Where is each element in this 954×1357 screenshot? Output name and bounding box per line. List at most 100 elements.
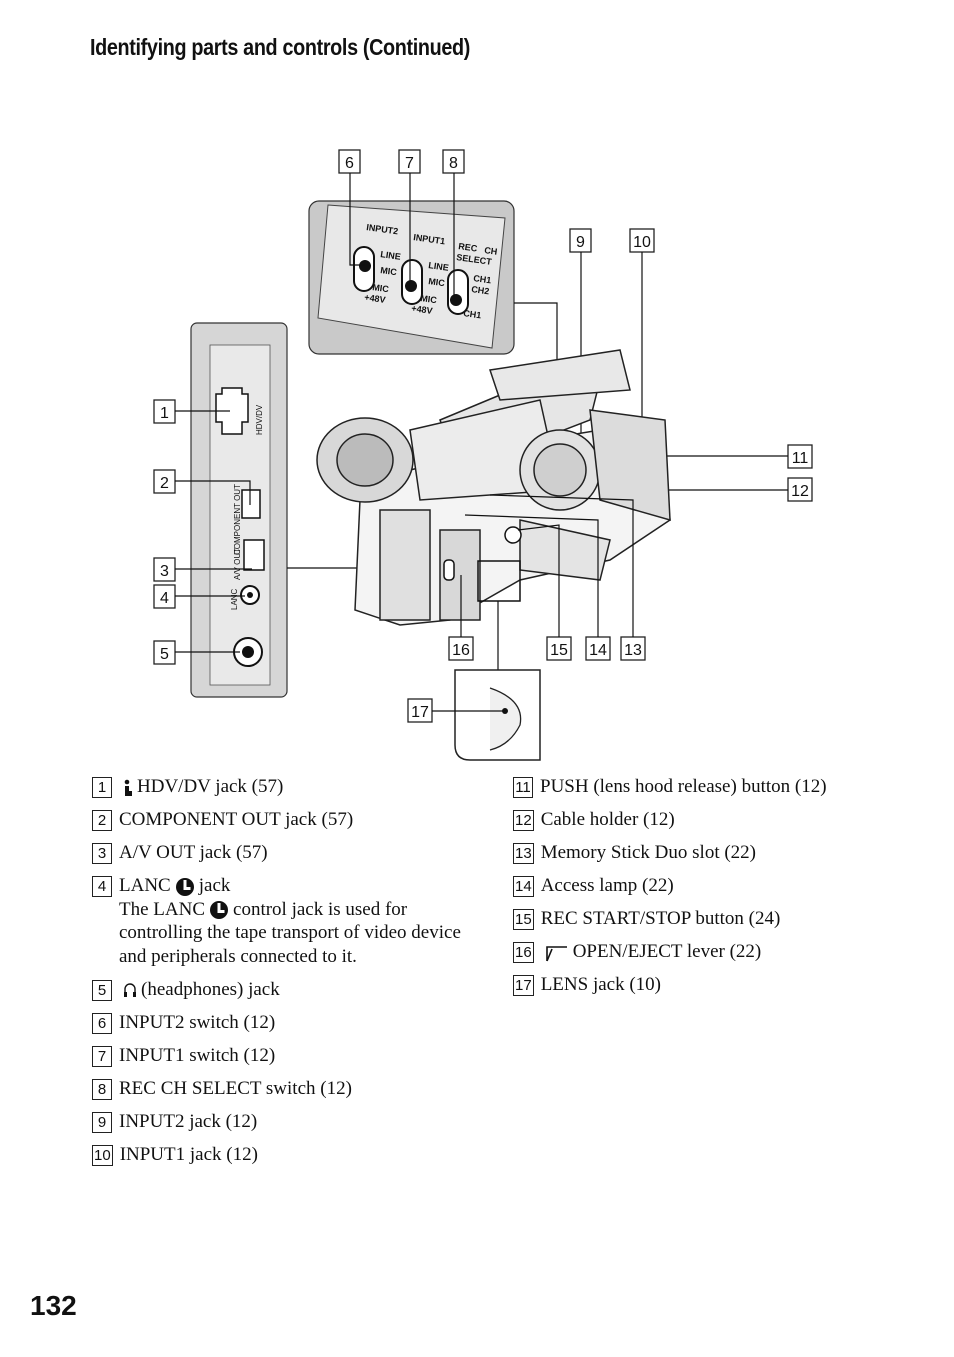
item-number: 3 (92, 843, 112, 864)
item-subtext: control jack is used for controlling the… (119, 898, 461, 967)
list-item: 16 OPEN/EJECT lever (22) (513, 940, 933, 964)
page-number: 132 (30, 1290, 77, 1321)
callout-8: 8 (449, 155, 458, 172)
callout-4: 4 (160, 590, 169, 607)
item-text: Access lamp (22) (540, 875, 674, 896)
callout-9: 9 (576, 234, 585, 251)
list-item: 17 LENS jack (10) (513, 973, 933, 997)
item-number: 2 (92, 810, 112, 831)
item-number: 5 (92, 979, 112, 1001)
callout-3: 3 (160, 563, 169, 580)
item-number: 16 (513, 942, 534, 963)
label-ch1-bottom: CH1 (463, 308, 482, 320)
label-mic48-2: MIC (372, 282, 390, 294)
label-ch1-top: CH1 (473, 273, 492, 285)
label-line-2: LINE (380, 249, 402, 262)
list-item: 15 REC START/STOP button (24) (513, 907, 933, 931)
item-number: 4 (92, 876, 112, 897)
callout-16: 16 (452, 642, 470, 659)
legend-left: 1 HDV/DV jack (57) 2 COMPONENT OUT jack … (92, 775, 472, 1176)
label-rec: REC (458, 241, 479, 254)
item-text: INPUT1 jack (12) (119, 1143, 258, 1165)
item-number: 15 (513, 909, 534, 930)
item-text: INPUT2 switch (12) (119, 1011, 276, 1033)
label-component-out: COMPONENT OUT (233, 484, 242, 555)
list-item: 2 COMPONENT OUT jack (57) (92, 808, 472, 832)
item-text: A/V OUT jack (57) (119, 842, 268, 863)
item-text: INPUT1 switch (12) (119, 1044, 276, 1066)
item-number: 7 (92, 1045, 112, 1067)
list-item: 13 Memory Stick Duo slot (22) (513, 841, 933, 865)
page-title: Identifying parts and controls (Continue… (90, 34, 471, 60)
callout-1: 1 (160, 405, 169, 422)
lanc-icon (175, 877, 194, 896)
callout-10: 10 (633, 234, 651, 251)
list-item: 3 A/V OUT jack (57) (92, 841, 472, 865)
callout-6: 6 (345, 155, 354, 172)
label-48v-1: +48V (411, 303, 433, 316)
callout-11: 11 (792, 450, 809, 467)
list-item: 1 HDV/DV jack (57) (92, 775, 472, 799)
item-number: 14 (513, 876, 534, 897)
item-text: REC START/STOP button (24) (540, 908, 781, 929)
label-line-1: LINE (428, 260, 450, 273)
item-number: 11 (513, 777, 533, 798)
list-item: 12 Cable holder (12) (513, 808, 933, 832)
callout-7: 7 (405, 155, 414, 172)
label-lanc: LANC (230, 588, 239, 610)
label-hdvdv: HDV/DV (255, 404, 264, 435)
item-number: 13 (513, 843, 534, 864)
item-text: COMPONENT OUT jack (57) (119, 809, 354, 830)
list-item: 5 (headphones) jack (92, 978, 472, 1002)
list-item: 7 INPUT1 switch (12) (92, 1044, 472, 1068)
list-item: 14 Access lamp (22) (513, 874, 933, 898)
label-mic-2: MIC (380, 265, 398, 277)
list-item: 11 PUSH (lens hood release) button (12) (513, 775, 933, 799)
ilink-icon (124, 779, 132, 796)
item-number: 8 (92, 1078, 112, 1100)
label-select: SELECT (456, 252, 493, 267)
item-text: Memory Stick Duo slot (22) (540, 842, 757, 863)
headphones-icon (124, 983, 136, 998)
item-text: LENS jack (10) (540, 974, 661, 995)
item-text: (headphones) jack (141, 978, 280, 1000)
item-subtext: The LANC (119, 898, 206, 920)
legend-right: 11 PUSH (lens hood release) button (12) … (513, 775, 933, 1006)
item-text: Cable holder (12) (540, 809, 675, 830)
item-number: 1 (92, 777, 112, 798)
callout-15: 15 (550, 642, 568, 659)
label-av-out: A/V OUT (233, 548, 242, 580)
item-text: jack (198, 875, 231, 896)
callout-14: 14 (589, 642, 607, 659)
item-number: 12 (513, 810, 534, 831)
item-number: 10 (92, 1144, 113, 1166)
item-number: 6 (92, 1012, 112, 1034)
item-text: REC CH SELECT switch (12) (119, 1077, 352, 1099)
item-text: OPEN/EJECT lever (22) (572, 941, 762, 962)
label-mic48-1: MIC (420, 293, 438, 305)
callout-17: 17 (411, 704, 429, 721)
list-item: 10 INPUT1 jack (12) (92, 1143, 472, 1167)
callout-13: 13 (624, 642, 642, 659)
item-number: 17 (513, 975, 534, 996)
item-text: PUSH (lens hood release) button (12) (540, 776, 827, 797)
label-ch: CH (484, 245, 498, 257)
eject-lever-icon (545, 945, 567, 961)
list-item: 6 INPUT2 switch (12) (92, 1011, 472, 1035)
callout-2: 2 (160, 475, 169, 492)
item-text: HDV/DV jack (57) (137, 776, 284, 797)
item-text: INPUT2 jack (12) (119, 1110, 258, 1132)
item-text: LANC (119, 875, 171, 896)
camcorder-body (316, 349, 671, 626)
label-mic-1: MIC (428, 276, 446, 288)
label-ch2: CH2 (471, 284, 490, 296)
label-input2: INPUT2 (366, 222, 399, 236)
label-48v-2: +48V (364, 292, 386, 305)
callout-5: 5 (160, 646, 169, 663)
callout-12: 12 (791, 483, 809, 500)
lanc-icon (210, 901, 229, 920)
label-input1: INPUT1 (413, 232, 446, 246)
camcorder-diagram: 6 7 8 9 10 1 2 3 4 5 11 12 16 15 14 13 1… (153, 149, 813, 761)
list-item: 9 INPUT2 jack (12) (92, 1110, 472, 1134)
